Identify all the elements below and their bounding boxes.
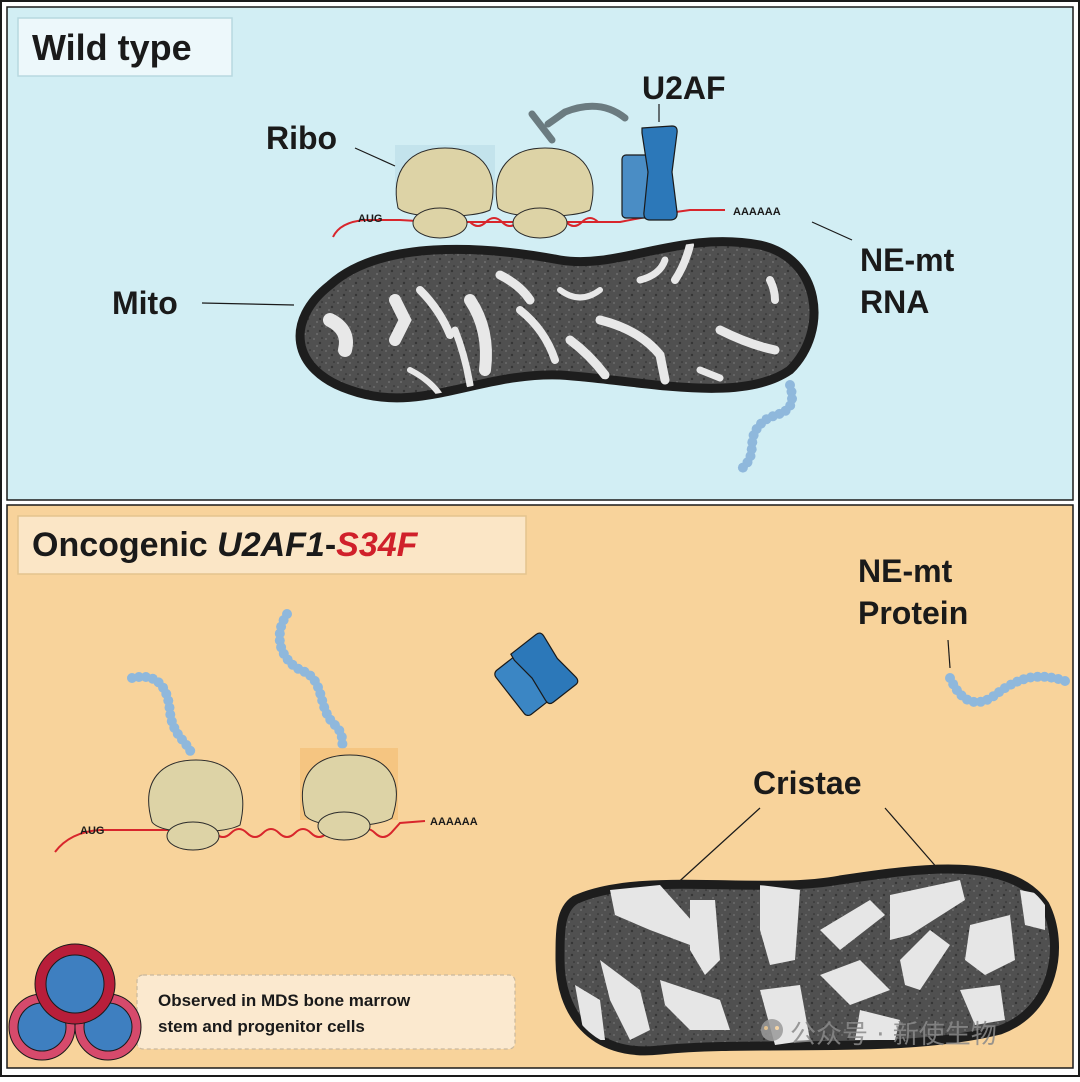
- inhibition-arrow-icon: [528, 102, 629, 144]
- watermark: 公众号 · 新使生物: [761, 1019, 997, 1050]
- cristae-wild-type: [323, 241, 780, 398]
- ne-mt-protein-pointer: [947, 639, 951, 669]
- ribosome-icon: [495, 147, 594, 239]
- ne-mt-rna-label-line2: RNA: [860, 284, 929, 320]
- amino-acid-bead: [968, 696, 979, 707]
- ribosome-icon: [395, 145, 495, 239]
- amino-acid-bead: [274, 628, 285, 639]
- u2af-protein-icon: [621, 125, 678, 221]
- oncogenic-title: Oncogenic U2AF1-S34F: [32, 526, 419, 564]
- cristae-pointer-left: [671, 807, 761, 889]
- mitochondrion-icon: [295, 237, 819, 403]
- ne-mt-rna-pointer: [811, 221, 853, 241]
- cristae-swollen: [575, 880, 1045, 1045]
- polya-label-wild-type: AAAAAA: [733, 206, 781, 218]
- ne-mt-protein-label-line2: Protein: [858, 595, 968, 631]
- blood-cells-icon: [8, 943, 142, 1061]
- observation-note-line1: Observed in MDS bone marrow: [158, 991, 411, 1010]
- amino-acid-bead: [1032, 671, 1043, 682]
- ne-mt-rna-label-line1: NE-mt: [860, 242, 955, 278]
- aug-label-wild-type: AUG: [358, 213, 382, 225]
- u2af-label: U2AF: [642, 70, 726, 106]
- wild-type-title-box: [17, 17, 233, 77]
- mito-label: Mito: [112, 285, 178, 321]
- ribo-label: Ribo: [266, 120, 337, 156]
- mitochondrion-icon: [555, 864, 1059, 1056]
- ribo-pointer: [354, 147, 396, 167]
- ribosome-icon: [300, 748, 398, 841]
- protein-chain-icon: [127, 672, 196, 756]
- observation-note-box: [136, 974, 516, 1050]
- oncogenic-title-gene: U2AF1: [217, 526, 325, 564]
- protein-chain-icon: [737, 380, 797, 473]
- watermark-text: 公众号 · 新使生物: [790, 1020, 997, 1050]
- wild-type-title: Wild type: [32, 27, 192, 68]
- aug-label-oncogenic: AUG: [80, 825, 104, 837]
- amino-acid-bead: [133, 672, 144, 682]
- protein-chain-icon: [945, 671, 1070, 707]
- amino-acid-bead: [337, 738, 348, 749]
- u2af-protein-icon: [494, 632, 579, 717]
- oncogenic-title-box: [17, 515, 527, 575]
- ribosome-icon: [148, 759, 244, 851]
- cristae-label: Cristae: [753, 765, 862, 801]
- mito-pointer: [201, 302, 295, 306]
- oncogenic-title-mutation: S34F: [336, 526, 418, 564]
- oncogenic-title-prefix: Oncogenic: [32, 526, 217, 564]
- amino-acid-bead: [185, 745, 196, 756]
- ne-mt-protein-label-line1: NE-mt: [858, 553, 953, 589]
- protein-chain-icon: [274, 609, 348, 749]
- observation-note-line2: stem and progenitor cells: [158, 1017, 365, 1036]
- oncogenic-title-dash: -: [325, 526, 336, 564]
- amino-acid-bead: [1060, 676, 1070, 686]
- amino-acid-bead: [737, 462, 748, 473]
- polya-label-oncogenic: AAAAAA: [430, 816, 478, 828]
